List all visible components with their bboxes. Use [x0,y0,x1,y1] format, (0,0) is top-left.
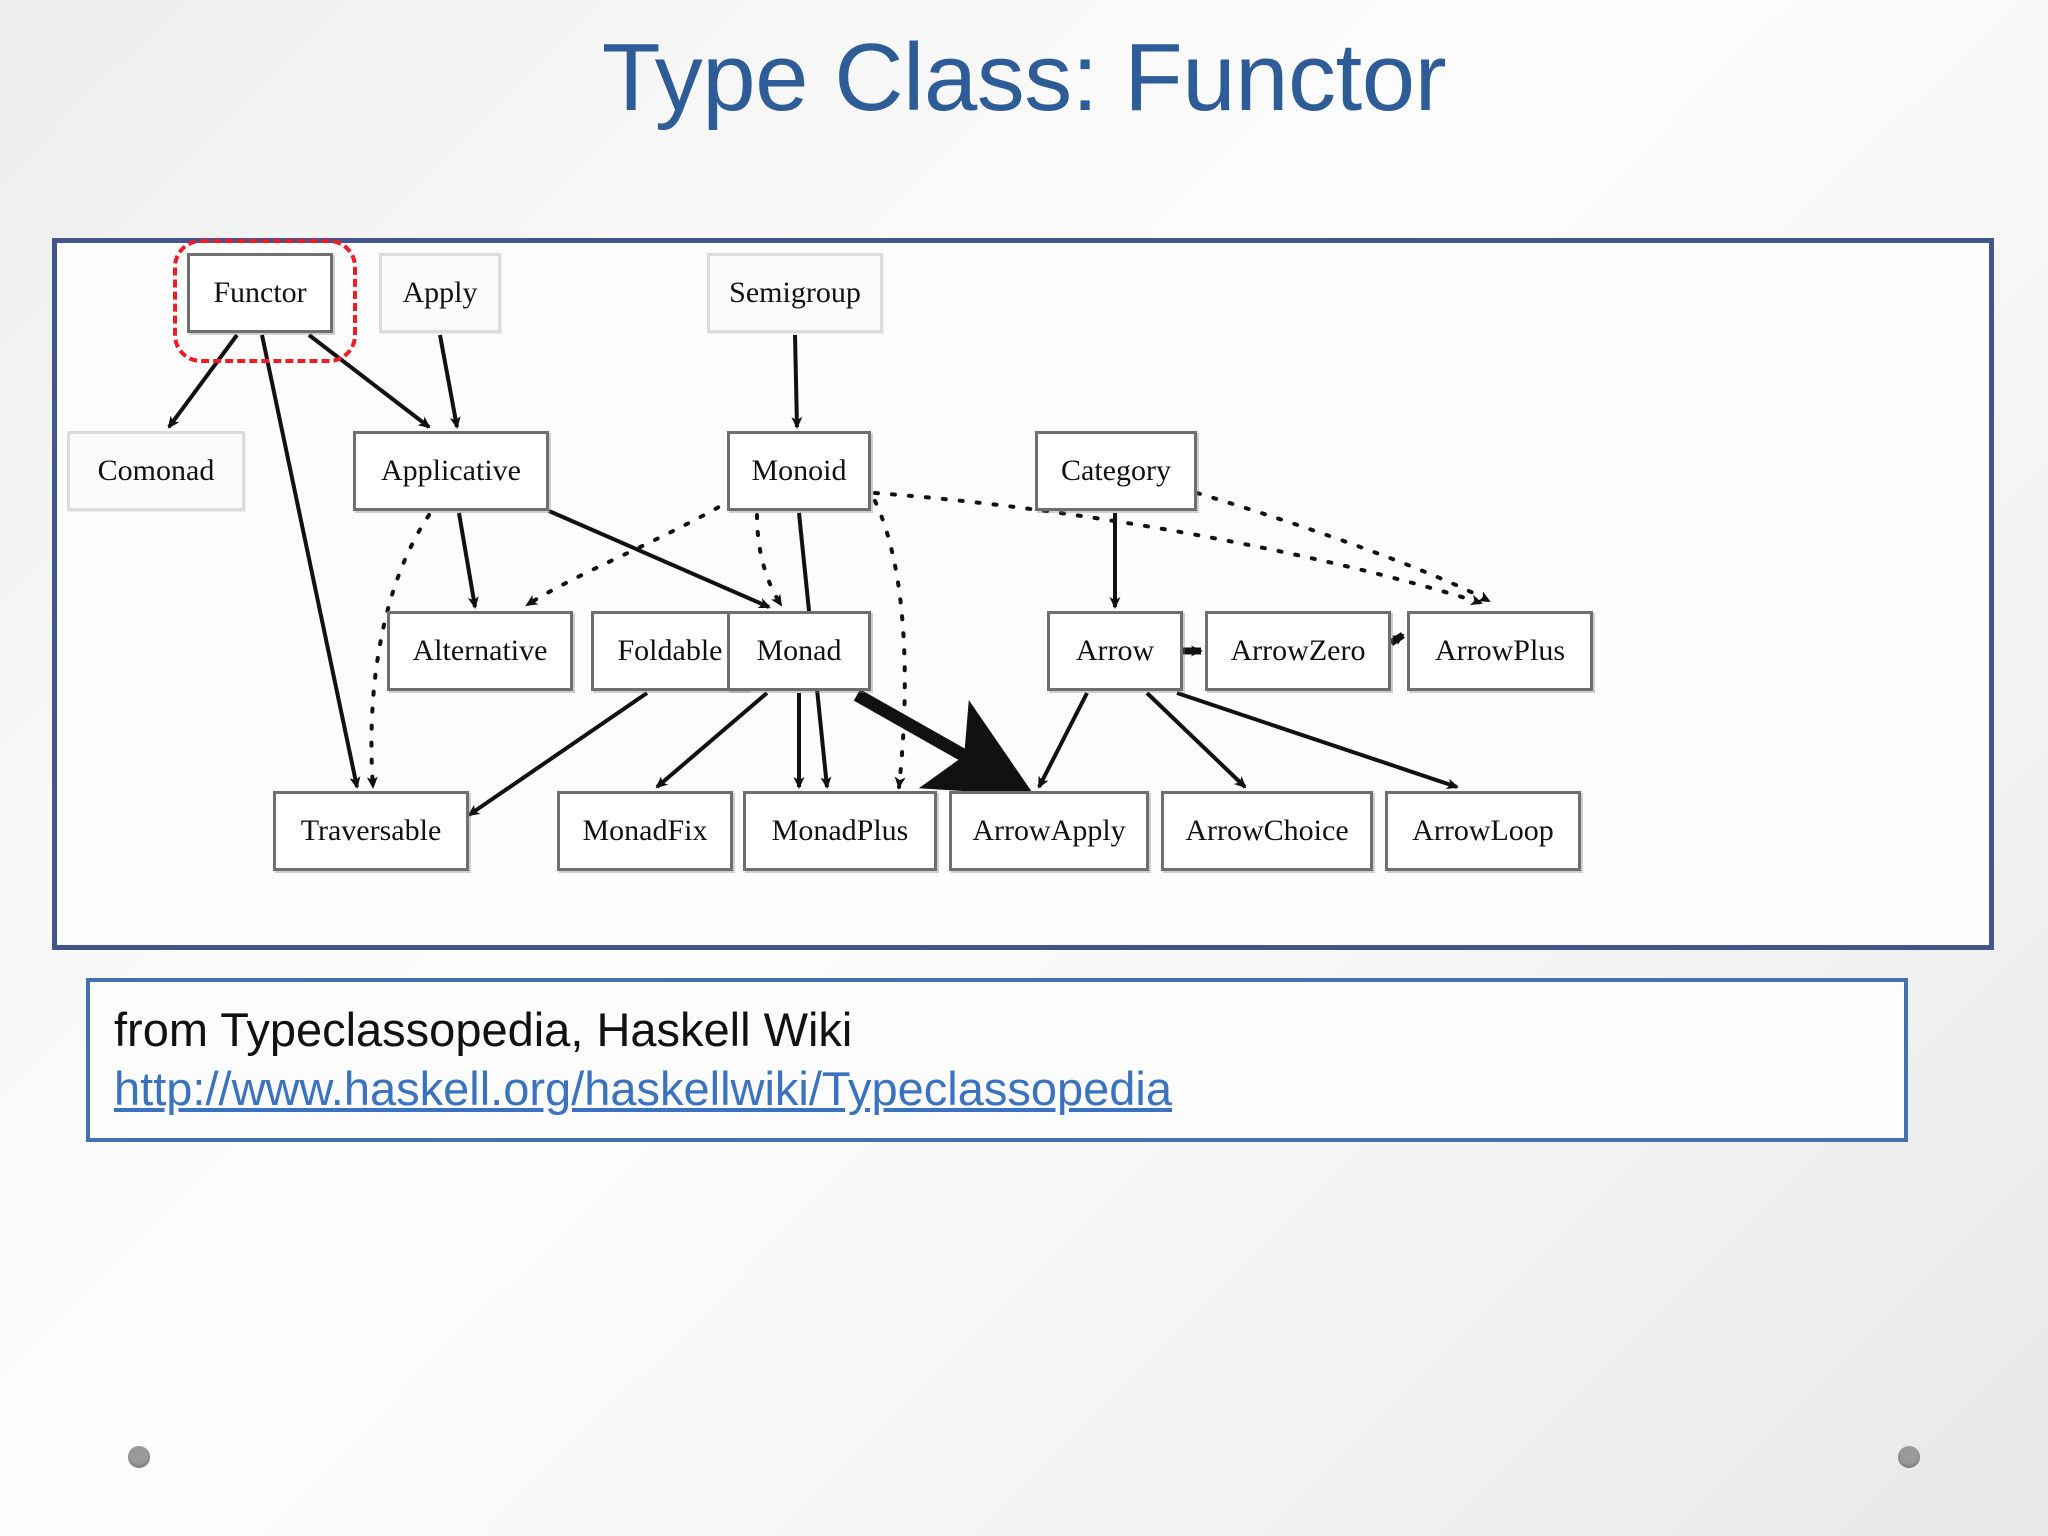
node-monad[interactable]: Monad [727,611,871,691]
node-label: Alternative [412,634,548,667]
diagram-canvas: Functor Apply Semigroup Comonad Applicat… [57,239,1989,945]
node-label: MonadPlus [771,814,909,847]
edge-applicative-monad [548,509,771,609]
node-label: Monoid [751,454,847,487]
edge-functor-comonad [167,333,239,429]
node-label: Apply [402,276,478,309]
typeclassopedia-link[interactable]: http://www.haskell.org/haskellwiki/Typec… [114,1062,1173,1116]
caption-source-text: from Typeclassopedia, Haskell Wiki [114,1003,853,1056]
edge-semigroup-monoid [791,334,803,429]
edge-category-arrowplus-dotted [1195,491,1491,603]
node-label: Arrow [1075,634,1155,667]
edge-monad-arrowapply [853,689,1035,796]
edge-arrow-arrowapply [1037,692,1089,789]
node-monadfix[interactable]: MonadFix [557,791,733,871]
node-applicative[interactable]: Applicative [353,431,549,511]
edge-monoid-monad-dotted [755,513,783,607]
edge-functor-applicative [307,333,431,429]
node-label: Functor [213,276,307,309]
page-title: Type Class: Functor [601,24,1447,131]
node-arrowplus[interactable]: ArrowPlus [1407,611,1593,691]
node-label: ArrowPlus [1434,634,1565,667]
edge-monoid-arrowapply-dotted [873,499,907,789]
source-caption-box: from Typeclassopedia, Haskell Wiki http:… [86,978,1908,1142]
edge-monoid-arrowplus-dotted [873,491,1483,606]
diagram-frame: Functor Apply Semigroup Comonad Applicat… [52,238,1994,950]
node-traversable[interactable]: Traversable [273,791,469,871]
node-semigroup[interactable]: Semigroup [707,253,883,333]
node-label: ArrowLoop [1412,814,1554,847]
node-arrowzero[interactable]: ArrowZero [1205,611,1391,691]
node-label: Applicative [381,454,521,487]
node-label: ArrowApply [972,814,1126,847]
node-arrowloop[interactable]: ArrowLoop [1385,791,1581,871]
footer-dot-right-icon [1898,1446,1920,1468]
node-category[interactable]: Category [1035,431,1197,511]
node-label: Comonad [97,454,215,487]
node-arrowapply[interactable]: ArrowApply [949,791,1149,871]
edge-functor-traversable [260,334,361,789]
node-label: MonadFix [582,814,708,847]
edge-applicative-alternative [457,512,479,609]
edge-monoid-alternative-dotted [525,497,735,607]
diagram-edges [167,333,1491,817]
edge-monad-monadfix [655,691,769,789]
node-arrow[interactable]: Arrow [1047,611,1183,691]
edge-applicative-traversable-dotted [366,513,431,789]
edge-apply-applicative [438,334,461,429]
node-label: ArrowChoice [1185,814,1349,847]
node-comonad[interactable]: Comonad [67,431,245,511]
node-label: Monad [756,634,842,667]
node-functor[interactable]: Functor [187,253,333,333]
node-monadplus[interactable]: MonadPlus [743,791,937,871]
node-label: Category [1061,454,1171,487]
footer-dot-left-icon [128,1446,150,1468]
edge-arrow-arrowloop [1176,691,1459,790]
node-label: Foldable [617,634,723,667]
node-arrowchoice[interactable]: ArrowChoice [1161,791,1373,871]
node-apply[interactable]: Apply [379,253,501,333]
edge-foldable-traversable [467,691,649,817]
edge-arrow-arrowchoice [1145,691,1247,789]
node-label: Semigroup [729,276,861,309]
node-label: Traversable [300,814,442,847]
node-foldable[interactable]: Foldable [591,611,749,691]
node-alternative[interactable]: Alternative [387,611,573,691]
edge-arrowzero-arrowplus [1389,632,1405,646]
node-monoid[interactable]: Monoid [727,431,871,511]
node-label: ArrowZero [1230,634,1366,667]
